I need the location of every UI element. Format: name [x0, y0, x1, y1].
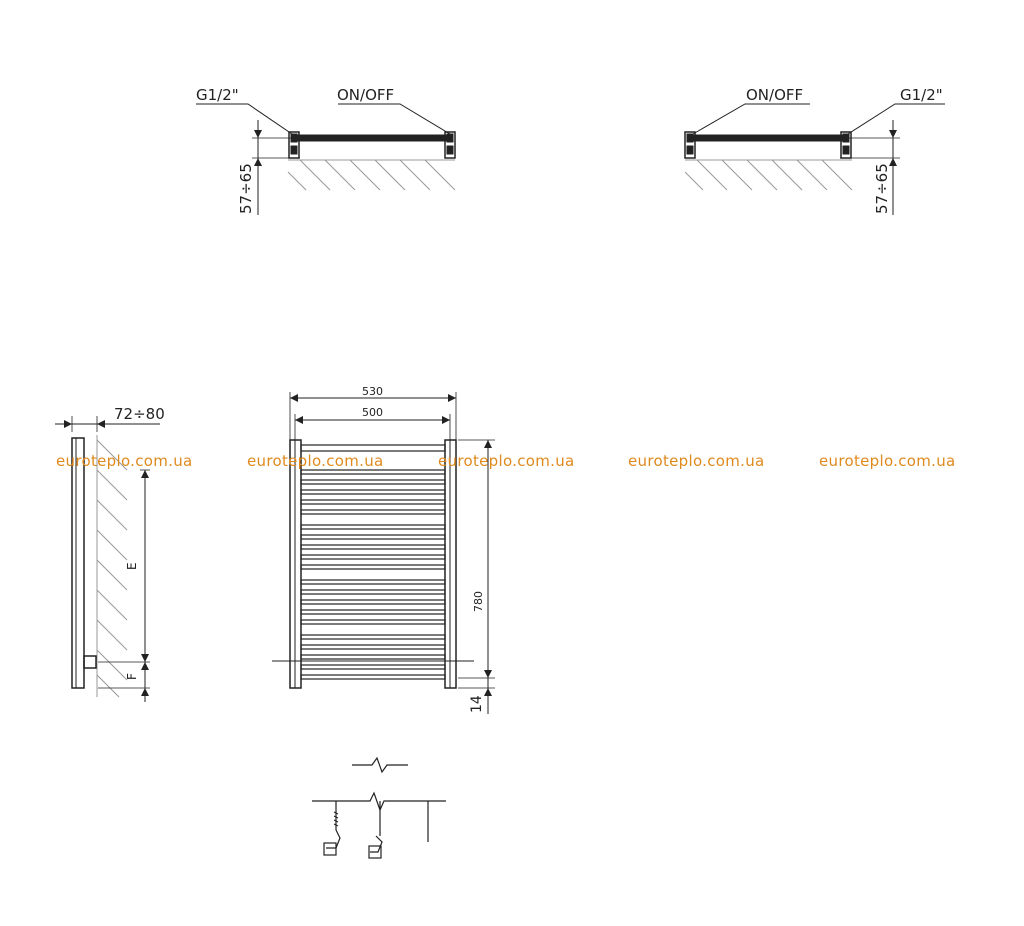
radiator-top-bar	[693, 134, 845, 142]
front-height-780-label: 780	[472, 591, 485, 612]
front-elevation-view	[272, 392, 495, 714]
side-elevation-view	[55, 416, 160, 702]
watermark-3: euroteplo.com.ua	[438, 452, 575, 470]
connection-detail	[312, 756, 446, 859]
left-elbow-fitting	[323, 842, 337, 856]
top-right-connection-label: G1/2"	[900, 86, 943, 104]
side-e-label: E	[125, 562, 139, 570]
switch-leader	[338, 103, 451, 135]
break-line-floor	[312, 791, 446, 812]
wall-hatching	[96, 435, 128, 698]
top-right-plan-view	[684, 103, 945, 215]
connection-leader	[196, 103, 293, 135]
top-left-plan-view	[196, 103, 456, 215]
watermark-5: euroteplo.com.ua	[819, 452, 956, 470]
radiator-top-bar	[297, 134, 449, 142]
top-left-connection-label: G1/2"	[196, 86, 239, 104]
side-f-label: F	[125, 673, 139, 680]
wall-hatching	[684, 159, 853, 191]
front-width-500-label: 500	[362, 406, 383, 419]
top-right-depth-label: 57÷65	[873, 163, 891, 214]
side-connection-box	[83, 655, 97, 669]
top-left-depth-label: 57÷65	[237, 163, 255, 214]
front-rails	[300, 469, 446, 680]
front-width-530-label: 530	[362, 385, 383, 398]
left-collector	[684, 131, 696, 159]
break-line-top	[352, 756, 408, 774]
top-left-switch-label: ON/OFF	[337, 86, 394, 104]
top-right-switch-label: ON/OFF	[746, 86, 803, 104]
side-collector	[71, 437, 85, 689]
watermark-1: euroteplo.com.ua	[56, 452, 193, 470]
watermark-4: euroteplo.com.ua	[628, 452, 765, 470]
front-bottom-14-label: 14	[469, 695, 485, 713]
middle-elbow-fitting	[368, 845, 382, 859]
watermark-2: euroteplo.com.ua	[247, 452, 384, 470]
side-offset-label: 72÷80	[114, 405, 165, 423]
connection-leader	[847, 103, 945, 135]
right-collector	[444, 131, 456, 159]
switch-leader	[692, 103, 810, 135]
wall-hatching	[287, 159, 456, 191]
front-top-rail	[300, 444, 446, 452]
